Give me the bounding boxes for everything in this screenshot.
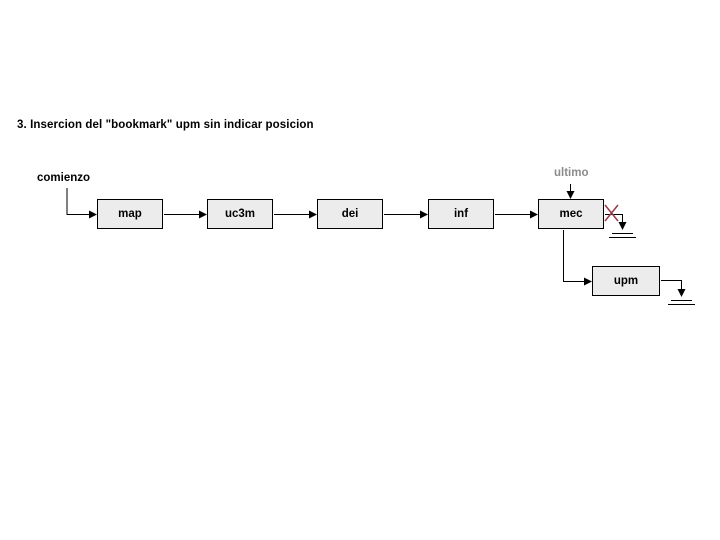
arrow-inf-to-mec — [495, 210, 538, 219]
arrow-mec-to-upm — [563, 230, 592, 286]
ground-icon — [668, 300, 695, 305]
x-cross-icon — [604, 204, 619, 222]
upm-null-link — [661, 280, 695, 305]
node-mec: mec — [538, 199, 604, 229]
arrow-uc3m-to-dei — [274, 210, 317, 219]
diagram-title: 3. Insercion del "bookmark" upm sin indi… — [17, 119, 314, 131]
arrow-dei-to-inf — [384, 210, 428, 219]
head-pointer-label: comienzo — [37, 172, 91, 184]
last-pointer-label: ultimo — [554, 167, 589, 179]
node-map: map — [97, 199, 163, 229]
ground-icon — [609, 233, 636, 238]
node-upm: upm — [592, 266, 660, 296]
mec-old-null-link — [604, 204, 636, 238]
head-pointer-arrow — [66, 188, 97, 219]
node-uc3m: uc3m — [207, 199, 273, 229]
node-dei: dei — [317, 199, 383, 229]
last-pointer-arrow — [566, 184, 575, 199]
arrow-map-to-uc3m — [164, 210, 207, 219]
node-inf: inf — [428, 199, 494, 229]
